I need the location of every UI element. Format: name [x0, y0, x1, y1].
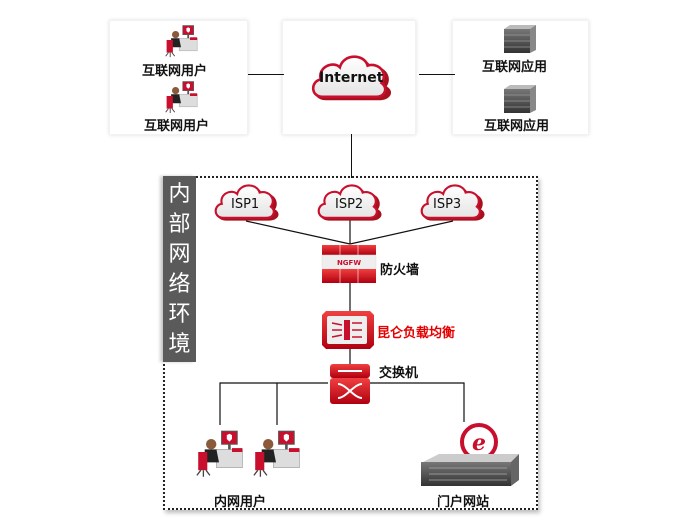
svg-text:e: e — [472, 430, 486, 456]
isp3-label: ISP3 — [433, 197, 462, 212]
connector-internet-apps — [419, 74, 455, 75]
internet-cloud-label: Internet — [319, 70, 384, 86]
load-balancer-label: 昆仑负载均衡 — [377, 326, 456, 341]
isp1-label: ISP1 — [231, 197, 260, 212]
office-user-icon — [196, 430, 244, 478]
internet-user-label: 互联网用户 — [144, 119, 210, 134]
internet-app-label: 互联网应用 — [484, 119, 550, 134]
firewall-label: 防火墙 — [380, 263, 420, 278]
connector-switch-portal — [370, 382, 465, 422]
isp2-label: ISP2 — [335, 197, 364, 212]
connector-internet-down — [351, 134, 352, 178]
title-char: 境 — [168, 332, 191, 357]
switch-icon — [330, 364, 370, 404]
internet-app-label: 互联网应用 — [482, 60, 548, 75]
connector-users-internet — [248, 74, 284, 75]
title-char: 环 — [168, 302, 191, 327]
intranet-users-label: 内网用户 — [214, 495, 267, 510]
switch-label: 交换机 — [379, 366, 419, 381]
title-char: 部 — [168, 212, 191, 237]
load-balancer-icon — [322, 311, 374, 349]
portal-label: 门户网站 — [437, 495, 490, 510]
firewall-icon: NGFW — [321, 245, 377, 283]
connector-switch-left — [219, 382, 328, 425]
internal-network-title: 内 部 网 络 环 境 — [163, 176, 196, 362]
title-char: 内 — [168, 182, 191, 207]
internet-user-label: 互联网用户 — [142, 64, 208, 79]
title-char: 络 — [168, 272, 191, 297]
connector-isp3-firewall — [349, 220, 454, 245]
connector-isp1-firewall — [245, 220, 351, 245]
firewall-badge: NGFW — [337, 259, 361, 267]
title-char: 网 — [168, 242, 191, 267]
web-server-icon: e — [421, 423, 519, 486]
office-user-icon — [253, 430, 301, 478]
